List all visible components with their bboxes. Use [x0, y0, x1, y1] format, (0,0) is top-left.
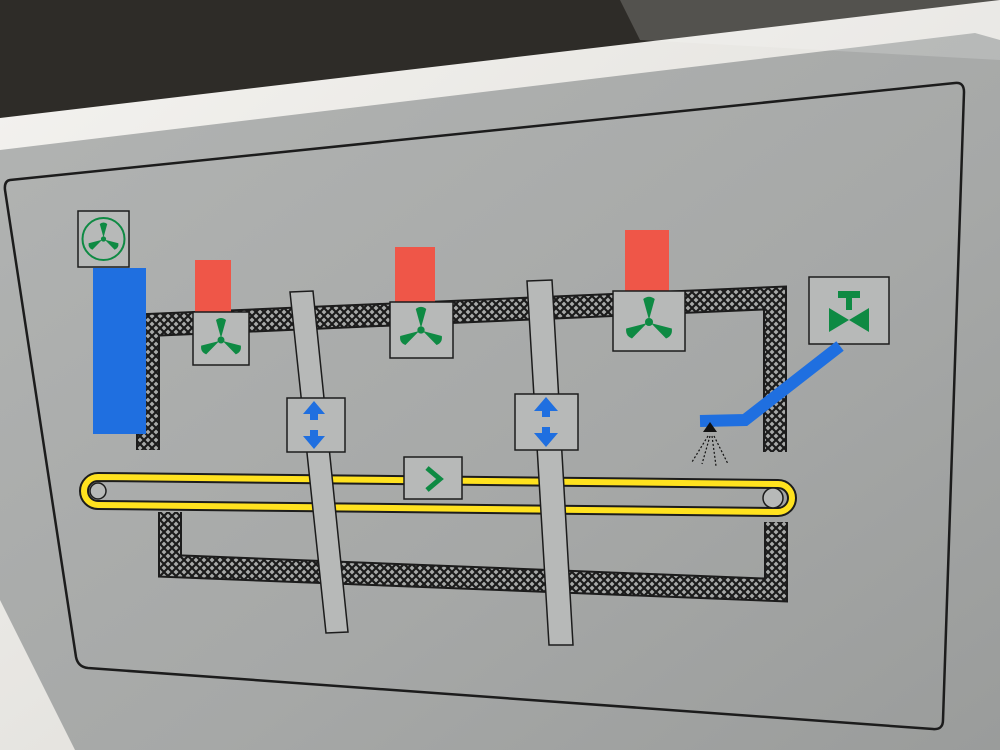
conveyor-forward-button[interactable]	[403, 456, 463, 500]
inlet-fan[interactable]	[77, 210, 130, 268]
up-down-arrows-icon	[534, 397, 558, 447]
lift-control-2[interactable]	[514, 393, 579, 451]
spray-nozzle-icon	[691, 422, 729, 467]
conveyor-belt	[79, 471, 797, 518]
spray-valve[interactable]	[808, 276, 890, 345]
spray-pipe	[699, 341, 844, 427]
up-down-arrows-icon	[303, 401, 325, 449]
lift-column-2	[526, 279, 574, 646]
heater-2[interactable]	[395, 247, 435, 303]
duct-lower	[160, 512, 786, 601]
heater-3[interactable]	[625, 230, 669, 292]
conveyor-roller-right	[762, 487, 784, 509]
duct-upper	[138, 287, 785, 452]
heater-1[interactable]	[195, 260, 231, 312]
conveyor-roller-left	[89, 482, 107, 500]
panel-border	[3, 81, 966, 731]
zone-fan-2[interactable]	[389, 301, 454, 359]
glare	[620, 0, 1000, 60]
lift-column-1	[289, 290, 349, 634]
chevron-right-icon	[425, 466, 444, 492]
lift-control-1[interactable]	[286, 397, 346, 453]
inlet-pipe	[93, 268, 146, 434]
zone-fan-3[interactable]	[612, 290, 686, 352]
valve-icon	[829, 291, 869, 332]
zone-fan-1[interactable]	[192, 311, 250, 366]
